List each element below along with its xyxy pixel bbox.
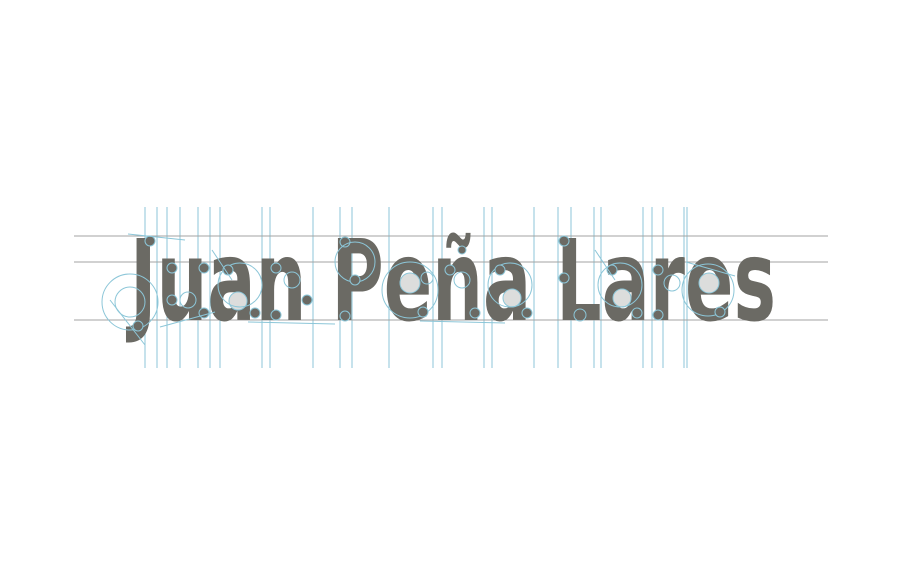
- construction-circle: [663, 274, 681, 292]
- construction-circles: [101, 233, 736, 346]
- wordmark-text: Juan Peña Lares: [126, 217, 776, 347]
- construction-circle: [399, 272, 421, 294]
- construction-tangent-line: [247, 321, 336, 325]
- construction-circle: [101, 273, 159, 331]
- construction-circle: [631, 307, 643, 319]
- construction-circle: [217, 262, 263, 308]
- construction-circle: [339, 310, 351, 322]
- construction-tangent-line: [127, 233, 186, 241]
- construction-tangent-line: [211, 249, 233, 281]
- construction-circle: [349, 274, 361, 286]
- construction-circle: [652, 264, 664, 276]
- construction-circle: [597, 262, 643, 308]
- construction-circle: [270, 262, 282, 274]
- construction-circle: [114, 286, 146, 318]
- construction-circle: [144, 235, 156, 247]
- construction-tangent-line: [109, 299, 146, 346]
- construction-circle: [558, 235, 570, 247]
- construction-circle: [521, 307, 533, 319]
- construction-circle: [558, 272, 570, 284]
- construction-circle: [453, 271, 471, 289]
- construction-circle: [228, 291, 248, 311]
- construction-circle: [132, 320, 144, 332]
- construction-tangent-line: [685, 261, 736, 277]
- construction-circle: [301, 294, 313, 306]
- construction-circle: [283, 271, 301, 289]
- construction-circle: [222, 264, 234, 276]
- construction-circle: [487, 262, 533, 308]
- construction-circle: [417, 306, 429, 318]
- construction-circle: [494, 264, 506, 276]
- construction-circle: [681, 263, 735, 317]
- construction-circle: [652, 309, 664, 321]
- construction-circle: [198, 307, 210, 319]
- construction-tangent-line: [159, 311, 216, 328]
- construction-circle: [698, 272, 720, 294]
- vertical-guides: [144, 207, 688, 368]
- construction-circle: [270, 309, 282, 321]
- construction-tangent-line: [419, 320, 506, 324]
- construction-circle: [714, 306, 726, 318]
- construction-circle: [339, 236, 351, 248]
- construction-tangent-line: [594, 249, 616, 281]
- construction-circle: [420, 271, 434, 285]
- construction-circle: [249, 307, 261, 319]
- construction-circle: [612, 288, 632, 308]
- construction-circle: [179, 291, 197, 309]
- construction-circle: [198, 262, 210, 274]
- construction-circle: [469, 307, 481, 319]
- horizontal-guides: [74, 235, 828, 321]
- construction-circle: [502, 288, 522, 308]
- construction-circle: [166, 294, 178, 306]
- construction-circle: [381, 261, 439, 319]
- construction-circle: [444, 264, 456, 276]
- construction-circle: [573, 308, 587, 322]
- construction-circle: [457, 245, 467, 255]
- construction-circle: [166, 262, 178, 274]
